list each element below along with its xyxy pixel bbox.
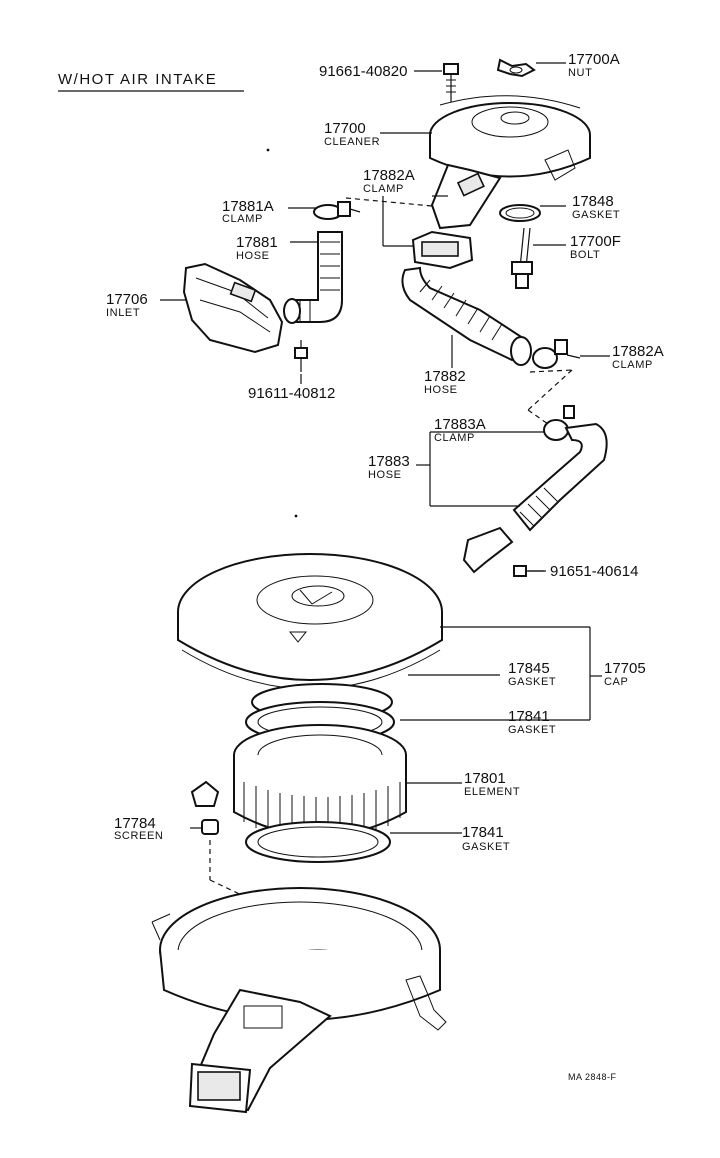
nut-17700A-drawing xyxy=(496,58,536,78)
label-17882-name: HOSE xyxy=(424,384,458,396)
label-17784-num: 17784 xyxy=(114,815,156,832)
speck-b xyxy=(294,514,298,518)
label-17706-num: 17706 xyxy=(106,291,148,308)
label-17841-b-num: 17841 xyxy=(462,824,504,841)
label-17881-num: 17881 xyxy=(236,234,278,251)
label-17706-name: INLET xyxy=(106,307,140,319)
hose-17881-drawing xyxy=(283,231,343,324)
label-17883A-num: 17883A xyxy=(434,416,486,433)
speck-a xyxy=(266,148,270,152)
label-17883A-name: CLAMP xyxy=(434,432,475,444)
label-17881-name: HOSE xyxy=(236,250,270,262)
label-91661-num: 91661-40820 xyxy=(319,63,407,80)
label-17882A-top-name: CLAMP xyxy=(363,183,404,195)
hose-17882-drawing xyxy=(401,266,532,366)
inlet-17706-drawing xyxy=(182,262,284,354)
label-17705-name: CAP xyxy=(604,676,628,688)
label-17700-num: 17700 xyxy=(324,120,366,137)
reference-code: MA 2848-F xyxy=(568,1072,617,1082)
label-17883-name: HOSE xyxy=(368,469,402,481)
element-17801-drawing xyxy=(233,724,407,840)
label-17845-num: 17845 xyxy=(508,660,550,677)
label-91651-num: 91651-40614 xyxy=(550,563,638,580)
label-17841-a-name: GASKET xyxy=(508,724,556,736)
label-17883-num: 17883 xyxy=(368,453,410,470)
label-17801-num: 17801 xyxy=(464,770,506,787)
clamp-17881A-drawing xyxy=(313,201,361,220)
label-17700A-num: 17700A xyxy=(568,51,620,68)
label-17700F-name: BOLT xyxy=(570,249,600,261)
label-17700F-num: 17700F xyxy=(570,233,621,250)
label-17841-b-name: GASKET xyxy=(462,841,510,853)
label-17882A-top-num: 17882A xyxy=(363,167,415,184)
label-17784-name: SCREEN xyxy=(114,830,163,842)
label-17882-num: 17882 xyxy=(424,368,466,385)
clamp-17882A-right-drawing xyxy=(532,339,581,369)
diagram-title: W/HOT AIR INTAKE xyxy=(58,71,217,88)
bolt-91611-drawing xyxy=(294,340,308,372)
housing-body-drawing xyxy=(151,887,447,1114)
hose-17883-drawing xyxy=(462,405,608,574)
label-17882A-right-num: 17882A xyxy=(612,343,664,360)
label-17845-name: GASKET xyxy=(508,676,556,688)
label-17841-a-num: 17841 xyxy=(508,708,550,725)
label-17801-name: ELEMENT xyxy=(464,786,520,798)
label-17848-num: 17848 xyxy=(572,193,614,210)
bolt-91661-drawing xyxy=(443,63,459,102)
label-17881A-num: 17881A xyxy=(222,198,274,215)
cap-17705-drawing xyxy=(177,553,443,690)
label-91611-num: 91611-40812 xyxy=(248,385,335,402)
label-17848-name: GASKET xyxy=(572,209,620,221)
bolt-17700F-drawing xyxy=(511,227,533,289)
label-17881A-name: CLAMP xyxy=(222,213,263,225)
label-17705-num: 17705 xyxy=(604,660,646,677)
gasket-17841-lower-drawing xyxy=(245,821,391,863)
label-17700A-name: NUT xyxy=(568,67,592,79)
cleaner-assembly-drawing xyxy=(411,95,591,270)
label-17700-name: CLEANER xyxy=(324,136,380,148)
label-17882A-right-name: CLAMP xyxy=(612,359,653,371)
